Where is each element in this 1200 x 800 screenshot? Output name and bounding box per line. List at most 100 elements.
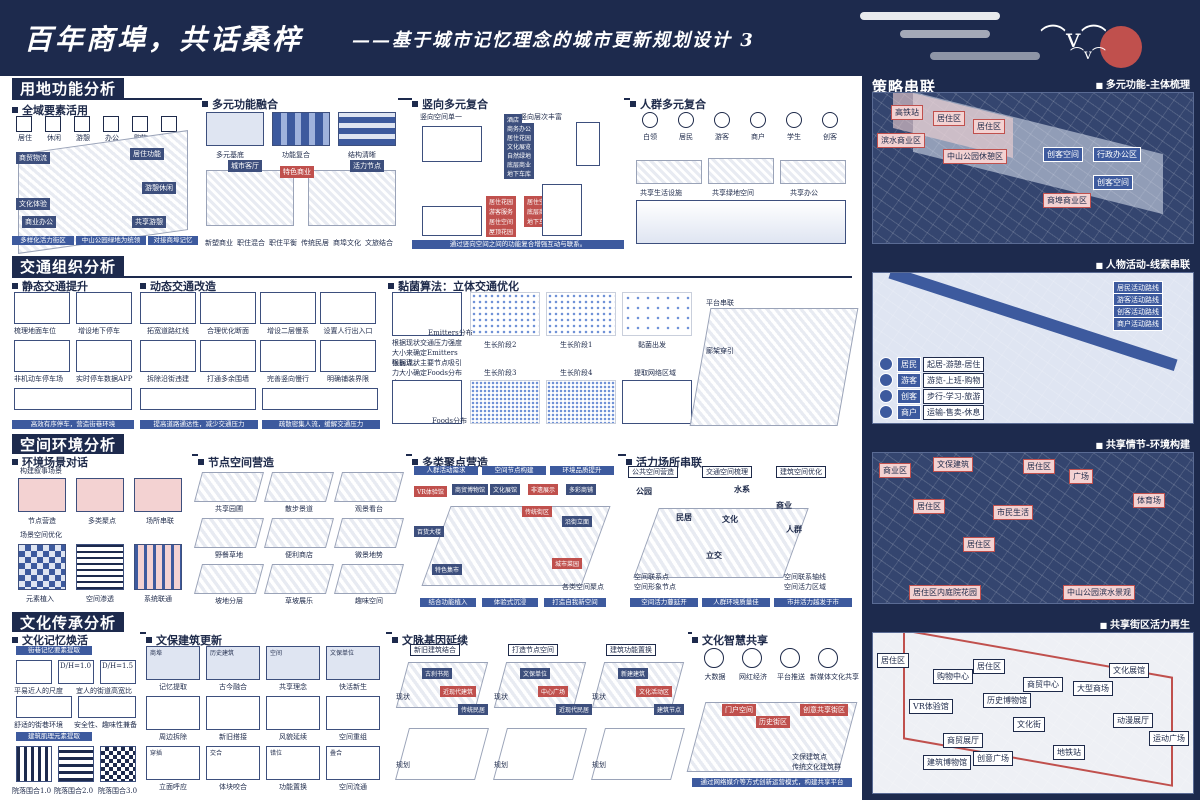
road-diagram [262, 388, 378, 410]
map-label: 民居 [676, 512, 692, 522]
iso-facility [780, 160, 846, 184]
network-label: 平台串联 [706, 299, 734, 307]
diagram-label: 明确铺装界限 [327, 375, 369, 383]
section-rule [12, 276, 852, 278]
mini-label: 交合 [210, 750, 223, 757]
node-tag: 文化展馆 [490, 484, 521, 495]
function-icon [74, 116, 90, 132]
diagram-label: 拓宽道路红线 [147, 327, 189, 335]
person-icon [879, 357, 893, 371]
iso-facility [708, 158, 774, 184]
function-icon [161, 116, 177, 132]
inner-tag: 近现代建筑 [440, 686, 477, 697]
step-label: Foods分布 [432, 417, 467, 425]
stack-item: 居住花园 [504, 132, 535, 143]
step-label: 生长阶段4 [560, 369, 593, 377]
person-label: 游客 [715, 133, 729, 141]
vitality-tag: 建筑博物馆 [923, 755, 971, 770]
summary-strip: 通过网络媒介等方式创新运营模式，构建共享平台 [692, 778, 852, 787]
map-label: 水系 [734, 484, 750, 494]
person-legend: 居民 [897, 357, 921, 372]
traffic-diagram [76, 340, 132, 372]
ratio-label: D/H=1.5 [102, 662, 134, 670]
environment-tag: 文保建筑 [933, 457, 973, 472]
diagram-label: 系统联通 [144, 595, 172, 603]
state-label: 现状 [494, 693, 508, 701]
traffic-diagram [320, 340, 376, 372]
state-label: 规划 [592, 761, 606, 769]
heritage-diagram [266, 696, 320, 730]
person-label: 白领 [643, 133, 657, 141]
facility-label: 共享生活设施 [640, 189, 682, 197]
map-tag: 创意共享街区 [800, 704, 848, 716]
heritage-label: 空间重组 [339, 733, 367, 741]
iso-block [308, 170, 396, 226]
media-icon [704, 648, 724, 668]
stack-item: 酒店 [504, 114, 523, 125]
bird-icon: ⌒v⌒ [1040, 24, 1107, 54]
bottom-label: 新塑商业 [205, 239, 233, 247]
panel-title: 静态交通提升 [12, 278, 88, 294]
panel-dynamic-traffic: 动态交通改造 拓宽道路红线合理优化断面增设二层慢系设置人行出入口拆除沿街违建打通… [140, 278, 380, 432]
panel-title: 节点空间营造 [198, 454, 274, 470]
media-icon [818, 648, 838, 668]
mini-label: 叠合 [330, 750, 343, 757]
function-tag: 居住区 [933, 111, 965, 126]
state-label: 规划 [396, 761, 410, 769]
panel-title: 活力场所串联 [626, 454, 702, 470]
node-label: 野餐草地 [215, 551, 243, 559]
summary-strip: 打造自我新空间 [544, 598, 606, 607]
emitters-map [392, 292, 462, 336]
summary-strip: 多样化活力街区 [12, 236, 74, 245]
node-model [333, 472, 405, 502]
header-strip: 环境品质提升 [550, 466, 614, 475]
courtyard-diagram [16, 746, 52, 782]
heritage-label: 功能置换 [279, 783, 307, 791]
traffic-diagram [200, 340, 256, 372]
vitality-tag: 创意广场 [973, 751, 1013, 766]
courtyard-label: 院落围合3.0 [98, 787, 138, 795]
diagram-label: 功能复合 [282, 151, 310, 159]
stack-item: 居住花园 [486, 196, 517, 207]
strategy-column: 策略串联 多元功能-主体梳理 高铁站居住区居住区中山公园休憩区滨水商业区创客空间… [862, 76, 1200, 800]
heritage-label: 记忆提取 [159, 683, 187, 691]
function-icon [16, 116, 32, 132]
inner-tag: 文化活动区 [636, 686, 673, 697]
inner-tag: 传统民居 [458, 704, 489, 715]
grid-diagram [272, 112, 330, 146]
icon-label: 游憩 [76, 134, 90, 142]
function-tag: 商埠商业区 [1043, 193, 1091, 208]
panel-title: 文化智慧共享 [692, 632, 768, 648]
map-tag: 活力节点 [350, 160, 384, 172]
mini-label: 商埠 [150, 650, 163, 657]
person-icon [822, 112, 838, 128]
strategy-panel-title: 共享街区活力再生 [1100, 616, 1190, 631]
traffic-diagram [320, 292, 376, 324]
traffic-diagram [200, 292, 256, 324]
diagram-label: 增设地下停车 [78, 327, 120, 335]
diagram-label: 梳理地面车位 [14, 327, 56, 335]
pattern-diagram [134, 544, 182, 590]
strategy-panel-title: 人物活动-线索串联 [1096, 256, 1190, 271]
street-scene [78, 696, 136, 718]
diagram-label: 非机动车停车场 [14, 375, 63, 383]
heritage-diagram [326, 646, 380, 680]
heritage-label: 快活新生 [339, 683, 367, 691]
panel-crowd-composite: 人群多元复合 白领居民游客商户学生创客 共享生活设施 共享绿地空间 共享办公 [630, 96, 852, 252]
icon-label: 休闲 [47, 134, 61, 142]
person-label: 创客 [823, 133, 837, 141]
courtyard-label: 院落围合2.0 [54, 787, 94, 795]
street-section [100, 660, 136, 684]
sub-label: 构建叙事场景 [20, 467, 62, 475]
line-legend: 商户活动路线 [1113, 317, 1163, 331]
function-tag: 行政办公区 [1093, 147, 1141, 162]
mini-label: 空间 [270, 650, 283, 657]
diagram-label: 结构清晰 [348, 151, 376, 159]
skyline [422, 206, 482, 236]
media-label: 网红经济 [739, 673, 767, 681]
strategy-panel-environment: 商业区文保建筑居住区广场居住区市民生活体育场居住区居住区内庭院花园中山公园滨水景… [872, 452, 1194, 604]
function-tag: 滨水商业区 [877, 133, 925, 148]
person-icon [879, 373, 893, 387]
city-model [873, 453, 1193, 603]
